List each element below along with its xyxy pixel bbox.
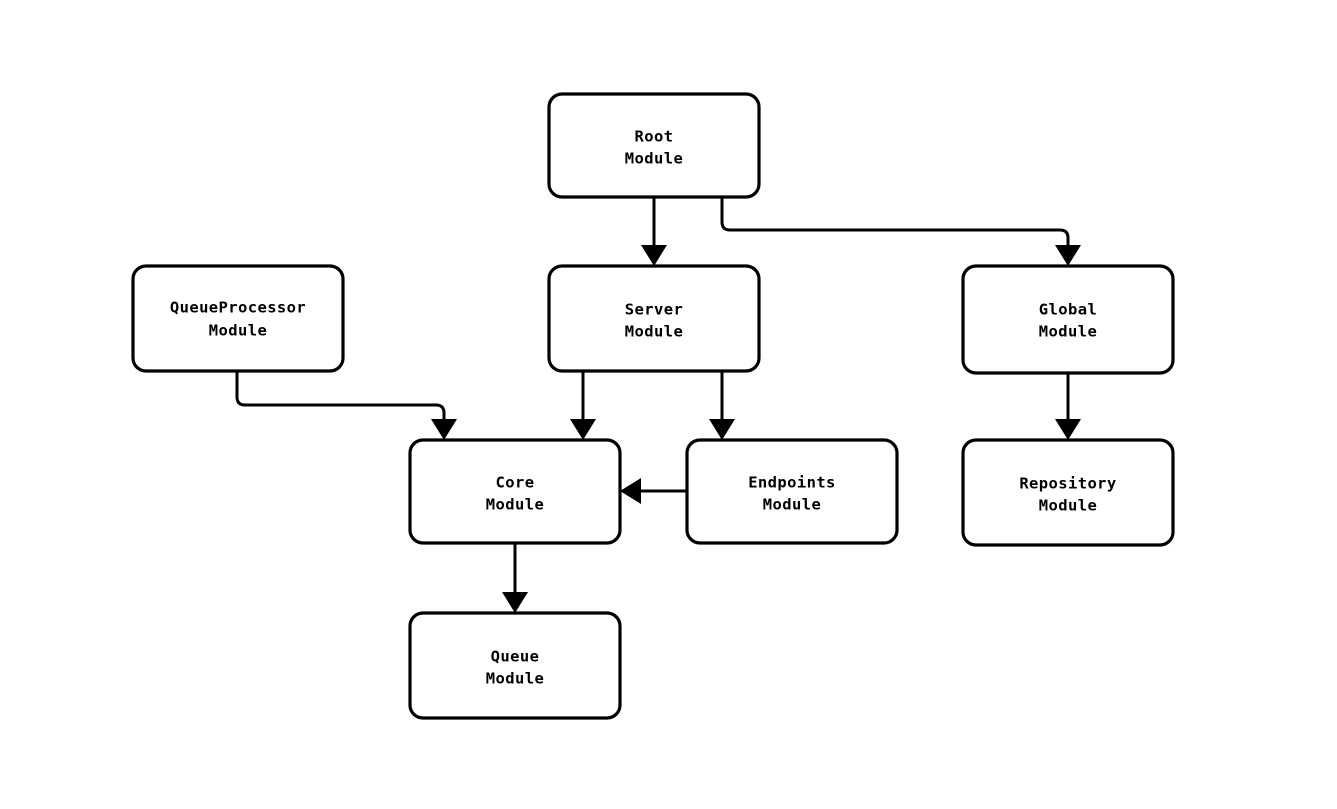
node-label-line2: Module [486,496,544,514]
node-label-line1: Repository [1019,475,1116,493]
node-label-line2: Module [763,496,821,514]
arrowhead-down-icon [641,245,667,266]
node-label-line2: Module [625,323,683,341]
node-queue-module[interactable]: Queue Module [408,611,622,720]
edge-core-to-queue [502,543,528,613]
node-box[interactable] [408,438,622,545]
node-global-module[interactable]: Global Module [961,264,1175,375]
node-label-line2: Module [1039,323,1097,341]
node-label-line1: Server [625,301,683,319]
arrowhead-down-icon [1055,245,1081,266]
edge-server-to-core [570,371,596,440]
node-label-line1: Endpoints [748,474,836,492]
node-box[interactable] [961,438,1175,547]
node-label-line1: Queue [491,648,540,666]
node-endpoints-module[interactable]: Endpoints Module [685,438,899,545]
node-box[interactable] [131,264,345,373]
node-label-line2: Module [486,670,544,688]
arrowhead-down-icon [709,419,735,440]
edge-root-to-global [720,197,1081,266]
node-label-line2: Module [1039,497,1097,515]
edge-endpoints-to-core [620,478,687,504]
edge-global-to-repository [1055,373,1081,440]
node-box[interactable] [961,264,1175,375]
node-box[interactable] [685,438,899,545]
node-core-module[interactable]: Core Module [408,438,622,545]
node-queueprocessor-module[interactable]: QueueProcessor Module [131,264,345,373]
edge-queueprocessor-to-core [235,371,457,440]
edge-server-to-endpoints [709,371,735,440]
node-label-line2: Module [209,322,267,340]
node-label-line1: Root [635,128,674,146]
arrowhead-down-icon [1055,419,1081,440]
arrowhead-down-icon [431,419,457,440]
edge-layer [235,197,1081,613]
node-label-line1: QueueProcessor [170,299,306,317]
arrowhead-left-icon [620,478,641,504]
edge-line [235,371,446,429]
node-repository-module[interactable]: Repository Module [961,438,1175,547]
node-box[interactable] [547,92,761,199]
arrowhead-down-icon [570,419,596,440]
node-label-line1: Core [496,474,535,492]
edge-line [720,197,1070,255]
arrowhead-down-icon [502,592,528,613]
node-box[interactable] [408,611,622,720]
node-server-module[interactable]: Server Module [547,264,761,373]
node-layer: Root Module QueueProcessor Module Server… [131,92,1175,720]
edge-root-to-server [641,197,667,266]
node-box[interactable] [547,264,761,373]
node-root-module[interactable]: Root Module [547,92,761,199]
node-label-line2: Module [625,150,683,168]
node-label-line1: Global [1039,301,1097,319]
